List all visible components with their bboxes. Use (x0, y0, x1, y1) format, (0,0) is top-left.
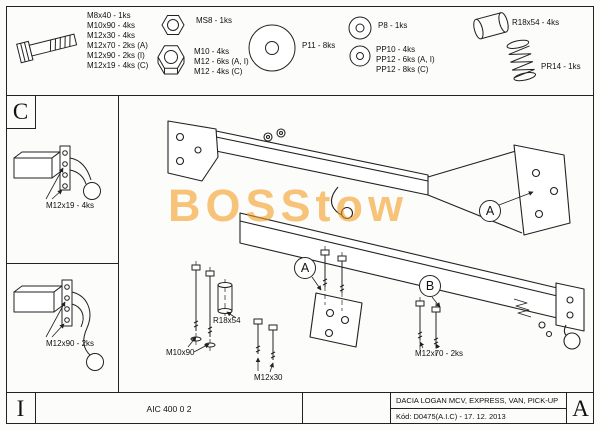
main-beam (239, 212, 585, 350)
bolt-sizes-line: M12x70 - 2ks (A) (87, 41, 148, 50)
label-m12x70: M12x70 - 2ks (415, 349, 464, 358)
title-block-spacer (302, 393, 390, 424)
detail-divider (6, 263, 119, 265)
hex-nut-icon (157, 45, 185, 75)
spring-label: PR14 - 1ks (541, 62, 581, 71)
section-i-letter: I (6, 393, 36, 424)
bolt-sizes-line: M12x90 - 2ks (I) (87, 51, 145, 60)
callout-a-right: A (479, 200, 501, 222)
section-c-letter: C (6, 95, 36, 129)
bolt-sizes-line: M12x30 - 4ks (87, 31, 136, 40)
washer-p8-label: P8 - 1ks (378, 21, 408, 30)
doc-number: AIC 400 0 2 (146, 403, 192, 414)
spacer-label: R18x54 - 4ks (512, 18, 560, 27)
callout-b: B (419, 275, 441, 297)
label-m10x90: M10x90 (166, 348, 195, 357)
hex-nut-icon (161, 15, 185, 35)
doc-code: Kód: D0475(A.I.C) - 17. 12. 2013 (396, 412, 506, 421)
bolt-sizes-line: M8x40 - 1ks (87, 11, 131, 20)
nut-sizes-line: M12 - 4ks (C) (194, 67, 243, 76)
title-block: I AIC 400 0 2 DACIA LOGAN MCV, EXPRESS, … (6, 392, 594, 424)
washer-p11-label: P11 - 8ks (302, 41, 336, 50)
assembly-drawing (167, 120, 585, 373)
nut-sizes-line: M12 - 6ks (A, I) (194, 57, 249, 66)
flat-washer-icon (248, 24, 296, 72)
detail-i-part-label: M12x90 - 2ks (46, 339, 95, 348)
watermark-text: BOSStow (168, 180, 409, 231)
title-block-text: DACIA LOGAN MCV, EXPRESS, VAN, PICK-UP K… (390, 393, 566, 424)
legend-divider (6, 95, 594, 97)
callout-a-mid: A (294, 257, 316, 279)
bolt-sizes-line: M10x90 - 4ks (87, 21, 136, 30)
detail-c-part-label: M12x19 - 4ks (46, 201, 95, 210)
washer-pp-line: PP12 - 6ks (A, I) (376, 55, 435, 64)
release-spring (513, 298, 532, 318)
flat-washer-icon (348, 16, 372, 40)
coil-spring-icon (506, 39, 537, 82)
detail-c-drawing (13, 145, 101, 200)
tow-ball (563, 332, 581, 350)
cylinder-spacer-icon (473, 12, 509, 40)
label-m12x30: M12x30 (254, 373, 283, 382)
detail-i-drawing (13, 279, 104, 371)
vehicle-title: DACIA LOGAN MCV, EXPRESS, VAN, PICK-UP (391, 393, 566, 409)
nut-size-label: MS8 - 1ks (196, 16, 233, 25)
bolt-sizes-line: M12x19 - 4ks (C) (87, 61, 149, 70)
upper-crossmember (167, 120, 571, 236)
label-r18x54: R18x54 (213, 316, 241, 325)
washer-pp-line: PP10 - 4ks (376, 45, 416, 54)
left-column-divider (118, 95, 120, 392)
nut-sizes-line: M10 - 4ks (194, 47, 230, 56)
spring-washer-icon (349, 45, 371, 67)
sheet-frame (6, 6, 594, 424)
washer-pp-line: PP12 - 8ks (C) (376, 65, 429, 74)
mid-bracket (309, 292, 363, 348)
revision-letter: A (566, 393, 594, 424)
hex-bolt-icon (16, 33, 78, 64)
exploded-fasteners (190, 249, 441, 360)
